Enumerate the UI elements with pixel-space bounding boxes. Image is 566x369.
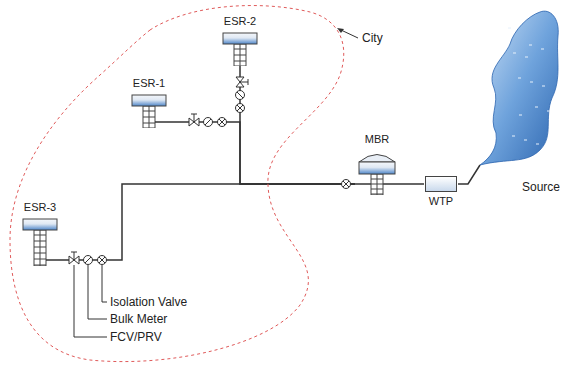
water-source: Source xyxy=(480,8,562,198)
isolation-valve-symbol xyxy=(236,104,245,113)
bulk-meter-symbol xyxy=(236,91,245,100)
leader-line xyxy=(88,265,107,319)
callout-label: Bulk Meter xyxy=(110,312,167,326)
node-label: City xyxy=(362,31,383,45)
elevated-tank-icon xyxy=(131,94,167,128)
callout-label: FCV/PRV xyxy=(110,330,162,344)
pipe-connector xyxy=(167,122,355,184)
isolation-valve-symbol xyxy=(342,180,351,189)
pipe-connector xyxy=(399,184,424,185)
elevated-reservoir: ESR-1 xyxy=(131,76,167,128)
lake-shape xyxy=(480,8,562,173)
pipe-connector xyxy=(58,184,355,260)
leader-line xyxy=(102,265,107,302)
isolation-valve-symbol xyxy=(218,118,227,127)
pipe-connector xyxy=(458,165,480,184)
city-boundary: CityESR-1ESR-2ESR-3 xyxy=(5,3,350,367)
elevated-tank-icon xyxy=(222,32,258,66)
plant-box xyxy=(425,176,457,192)
elevated-reservoir: ESR-3 xyxy=(22,200,58,266)
node-label: Source xyxy=(522,180,560,194)
isolation-valve-symbol xyxy=(98,256,107,265)
bulk-meter-symbol xyxy=(204,118,213,127)
fcv-prv-symbol xyxy=(69,252,79,264)
pipe-connector xyxy=(240,66,355,184)
node-label: ESR-3 xyxy=(22,200,58,214)
master-reservoir: MBR xyxy=(355,132,399,195)
elevated-tank-icon xyxy=(22,218,58,266)
fcv-prv-symbol xyxy=(236,77,248,87)
treatment-plant: WTP xyxy=(424,176,458,208)
leader-line xyxy=(341,30,358,38)
node-label: WTP xyxy=(424,194,458,208)
bulk-meter-symbol xyxy=(84,256,93,265)
fcv-prv-symbol xyxy=(189,114,199,126)
node-label: MBR xyxy=(355,132,399,146)
leader-line xyxy=(74,265,107,337)
node-label: ESR-1 xyxy=(131,76,167,90)
elevated-reservoir: ESR-2 xyxy=(222,14,258,66)
node-label: ESR-2 xyxy=(222,14,258,28)
callout-label: Isolation Valve xyxy=(110,295,187,309)
city-outline xyxy=(5,3,350,367)
master-reservoir-icon xyxy=(355,150,399,195)
